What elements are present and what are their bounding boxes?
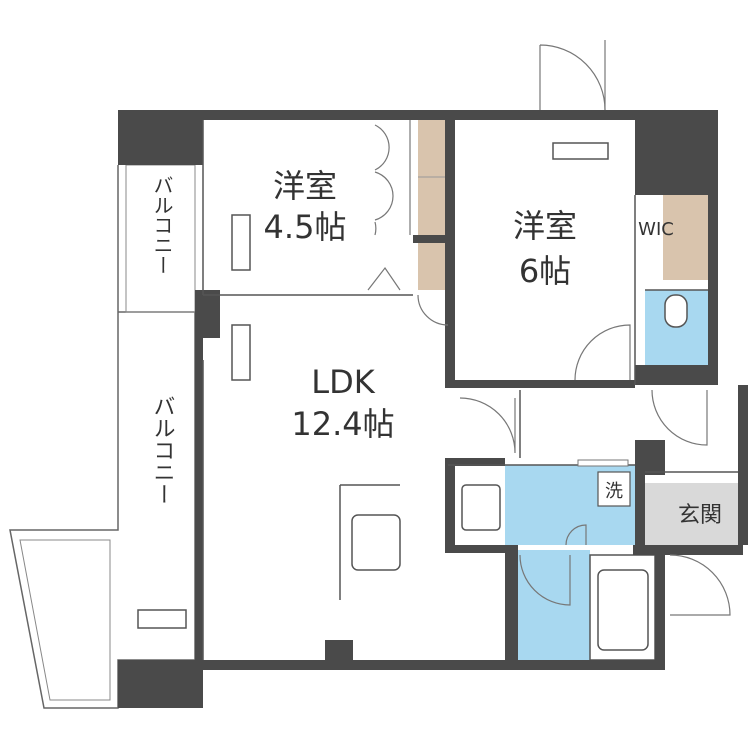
bath-area bbox=[518, 550, 590, 660]
ldk-size: 12.4帖 bbox=[291, 405, 394, 443]
wic-closet bbox=[663, 195, 708, 280]
entrance-label: 玄関 bbox=[678, 503, 722, 528]
wic-label: WIC bbox=[638, 219, 674, 240]
laundry-label: 洗 bbox=[605, 481, 623, 502]
toilet bbox=[664, 294, 688, 328]
kitchen-sink bbox=[351, 514, 401, 571]
balcony-upper-label: バルコニー bbox=[150, 175, 174, 275]
ac-unit bbox=[137, 609, 187, 629]
entrance-floor bbox=[645, 483, 745, 545]
western-room-small-name: 洋室 bbox=[273, 167, 337, 205]
ldk-name: LDK bbox=[311, 363, 375, 401]
closet-2 bbox=[418, 242, 448, 290]
western-room-small-size: 4.5帖 bbox=[264, 208, 347, 246]
bathtub bbox=[597, 569, 649, 651]
western-room-large-size: 6帖 bbox=[519, 252, 571, 290]
walls bbox=[118, 110, 748, 708]
doors bbox=[367, 40, 731, 616]
ac-unit-large-room bbox=[552, 142, 609, 160]
balcony-lower-label: バルコニー bbox=[150, 395, 175, 505]
western-room-large-floor bbox=[455, 120, 635, 385]
hallway-floor bbox=[448, 385, 748, 465]
washer-space bbox=[597, 471, 631, 507]
wash-basin bbox=[461, 484, 501, 531]
ac-unit-small-room bbox=[231, 214, 251, 271]
ac-unit-ldk bbox=[231, 324, 251, 381]
western-room-large-name: 洋室 bbox=[513, 207, 577, 245]
